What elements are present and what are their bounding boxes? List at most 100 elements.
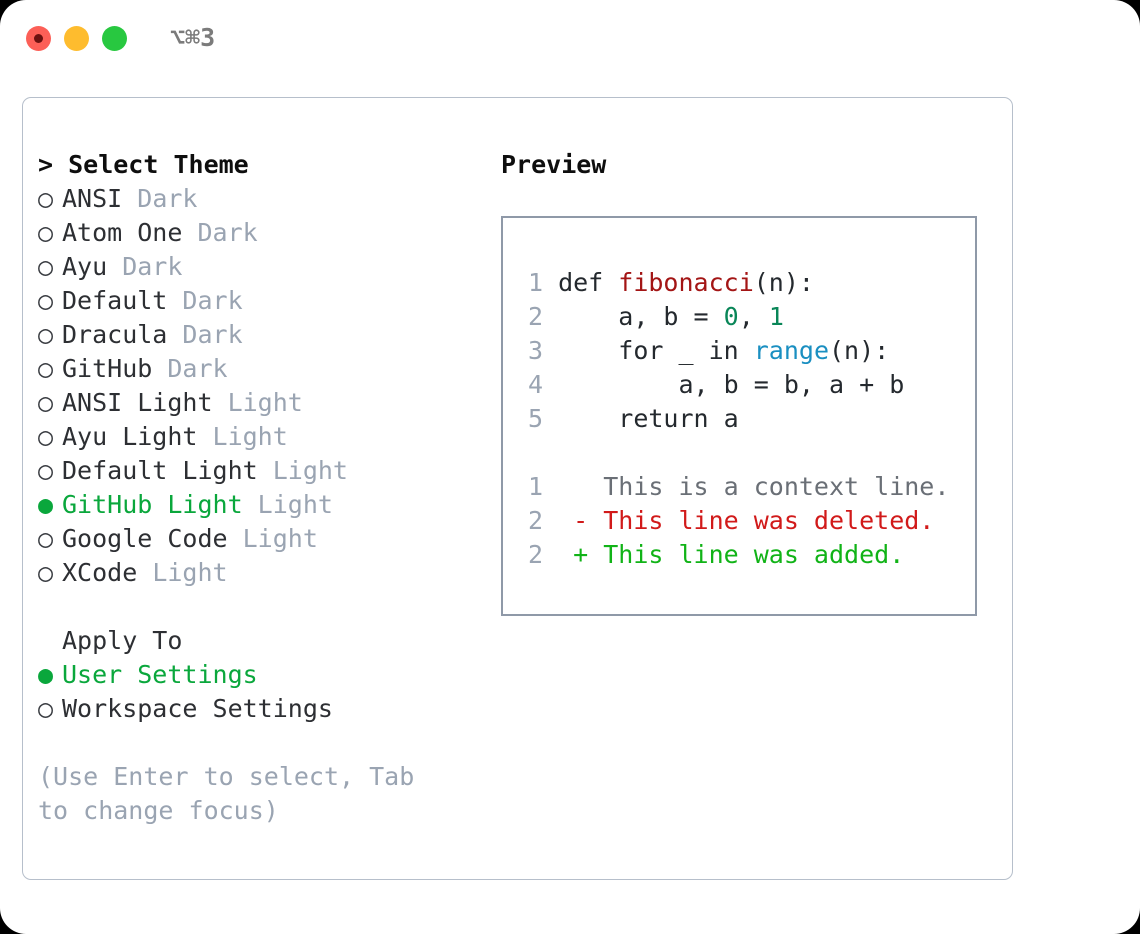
code-token-plain: (n): (829, 336, 890, 365)
theme-option-label: GitHub Light (62, 490, 243, 519)
code-token-plain: for _ in (558, 336, 754, 365)
radio-unselected-icon: ○ (38, 524, 54, 553)
theme-option-label: Dracula (62, 320, 168, 349)
theme-option-1[interactable]: ○ Atom One Dark (38, 216, 498, 250)
theme-option-8[interactable]: ○ Default Light Light (38, 454, 498, 488)
apply-to-option-label: User Settings (62, 660, 258, 689)
theme-option-variant: Dark (107, 252, 183, 281)
apply-to-option-1[interactable]: ○Workspace Settings (38, 692, 498, 726)
code-line: 3 for _ in range(n): (521, 334, 949, 368)
code-token-del: - This line was deleted. (558, 506, 935, 535)
radio-unselected-icon: ○ (38, 218, 54, 247)
preview-header: Preview (501, 150, 607, 179)
theme-option-label: Google Code (62, 524, 228, 553)
apply-to-option-label: Workspace Settings (62, 694, 333, 723)
line-gutter-space (543, 370, 558, 399)
code-token-add: + This line was added. (558, 540, 905, 569)
code-blank-line (521, 436, 949, 470)
theme-option-variant: Light (212, 388, 303, 417)
radio-unselected-icon: ○ (38, 286, 54, 315)
theme-option-variant: Light (242, 490, 333, 519)
line-number: 4 (527, 370, 543, 399)
panel-columns: > Select Theme ○ANSI Dark○Atom One Dark○… (23, 98, 1012, 879)
minimize-button[interactable] (64, 26, 89, 51)
theme-list[interactable]: ○ ANSI Dark ○ Atom One Dark ○ Ayu Dark ○ Defaul… (38, 182, 498, 590)
code-line: 5 return a (521, 402, 949, 436)
apply-to-header: Apply To (62, 626, 183, 655)
radio-selected-icon: ● (38, 660, 54, 689)
theme-option-3[interactable]: ○Default Dark (38, 284, 498, 318)
radio-unselected-icon: ○ (38, 422, 54, 451)
window-controls (26, 26, 127, 51)
theme-option-11[interactable]: ○XCode Light (38, 556, 498, 590)
code-token-num: 0 (723, 302, 739, 331)
section-spacer (38, 590, 498, 624)
theme-option-variant: Light (197, 422, 288, 451)
code-token-kw: def (558, 268, 619, 297)
theme-option-variant: Light (257, 456, 348, 485)
keyboard-hint-text: (Use Enter to select, Tab to change focu… (38, 762, 415, 825)
theme-option-10[interactable]: ○ Google Code Light (38, 522, 498, 556)
select-theme-header: > Select Theme (38, 150, 249, 179)
theme-option-label: Ayu Light (62, 422, 198, 451)
code-line: 1 This is a context line. (521, 470, 949, 504)
line-number: 2 (527, 302, 543, 331)
theme-option-variant: Dark (182, 218, 258, 247)
theme-option-0[interactable]: ○ ANSI Dark (38, 182, 498, 216)
code-line: 2 - This line was deleted. (521, 504, 949, 538)
radio-unselected-icon: ○ (38, 252, 54, 281)
code-line: 2 a, b = 0, 1 (521, 300, 949, 334)
close-icon (34, 34, 43, 43)
radio-unselected-icon: ○ (38, 558, 54, 587)
line-number: 3 (527, 336, 543, 365)
theme-option-7[interactable]: ○ Ayu Light Light (38, 420, 498, 454)
line-number: 2 (527, 506, 543, 535)
code-token-fn: fibonacci (618, 268, 754, 297)
theme-option-5[interactable]: ○ GitHub Dark (38, 352, 498, 386)
close-button[interactable] (26, 26, 51, 51)
theme-option-variant: Dark (167, 320, 243, 349)
theme-option-label: Atom One (62, 218, 183, 247)
theme-option-9[interactable]: ● GitHub Light Light (38, 488, 498, 522)
radio-unselected-icon: ○ (38, 456, 54, 485)
theme-option-label: Default (62, 286, 168, 315)
code-token-plain: a, b = (558, 302, 724, 331)
theme-option-label: GitHub (62, 354, 153, 383)
preview-column: Preview 1 def fibonacci(n):2 a, b = 0, 1… (501, 148, 1001, 616)
title-bar: ⌥⌘3 (0, 0, 1140, 78)
theme-option-4[interactable]: ○Dracula Dark (38, 318, 498, 352)
radio-unselected-icon: ○ (38, 184, 54, 213)
line-gutter-space (543, 302, 558, 331)
apply-to-list[interactable]: ● User Settings ○Workspace Settings (38, 658, 498, 726)
apply-to-option-0[interactable]: ● User Settings (38, 658, 498, 692)
code-token-plain: a, b = b, a + b (558, 370, 905, 399)
theme-option-label: Ayu (62, 252, 108, 281)
radio-selected-icon: ● (38, 490, 54, 519)
theme-option-6[interactable]: ○ANSI Light Light (38, 386, 498, 420)
line-number: 2 (527, 540, 543, 569)
maximize-button[interactable] (102, 26, 127, 51)
line-gutter-space (543, 540, 558, 569)
code-line: 1 def fibonacci(n): (521, 266, 949, 300)
theme-option-label: ANSI (62, 184, 123, 213)
theme-option-label: Default Light (62, 456, 258, 485)
code-token-num: 1 (768, 302, 784, 331)
line-number: 1 (527, 472, 543, 501)
theme-option-2[interactable]: ○ Ayu Dark (38, 250, 498, 284)
line-gutter-space (543, 506, 558, 535)
theme-option-variant: Dark (152, 354, 228, 383)
line-gutter-space (543, 336, 558, 365)
theme-option-variant: Light (227, 524, 318, 553)
code-token-plain: return a (558, 404, 739, 433)
theme-option-variant: Dark (122, 184, 198, 213)
radio-unselected-icon: ○ (38, 354, 54, 383)
keyboard-shortcut-label: ⌥⌘3 (170, 23, 216, 52)
code-token-builtin: range (753, 336, 829, 365)
code-token-plain: , (738, 302, 769, 331)
line-gutter-space (543, 472, 558, 501)
code-token-ctx: This is a context line. (558, 472, 950, 501)
line-gutter-space (543, 268, 558, 297)
radio-unselected-icon: ○ (38, 388, 54, 417)
